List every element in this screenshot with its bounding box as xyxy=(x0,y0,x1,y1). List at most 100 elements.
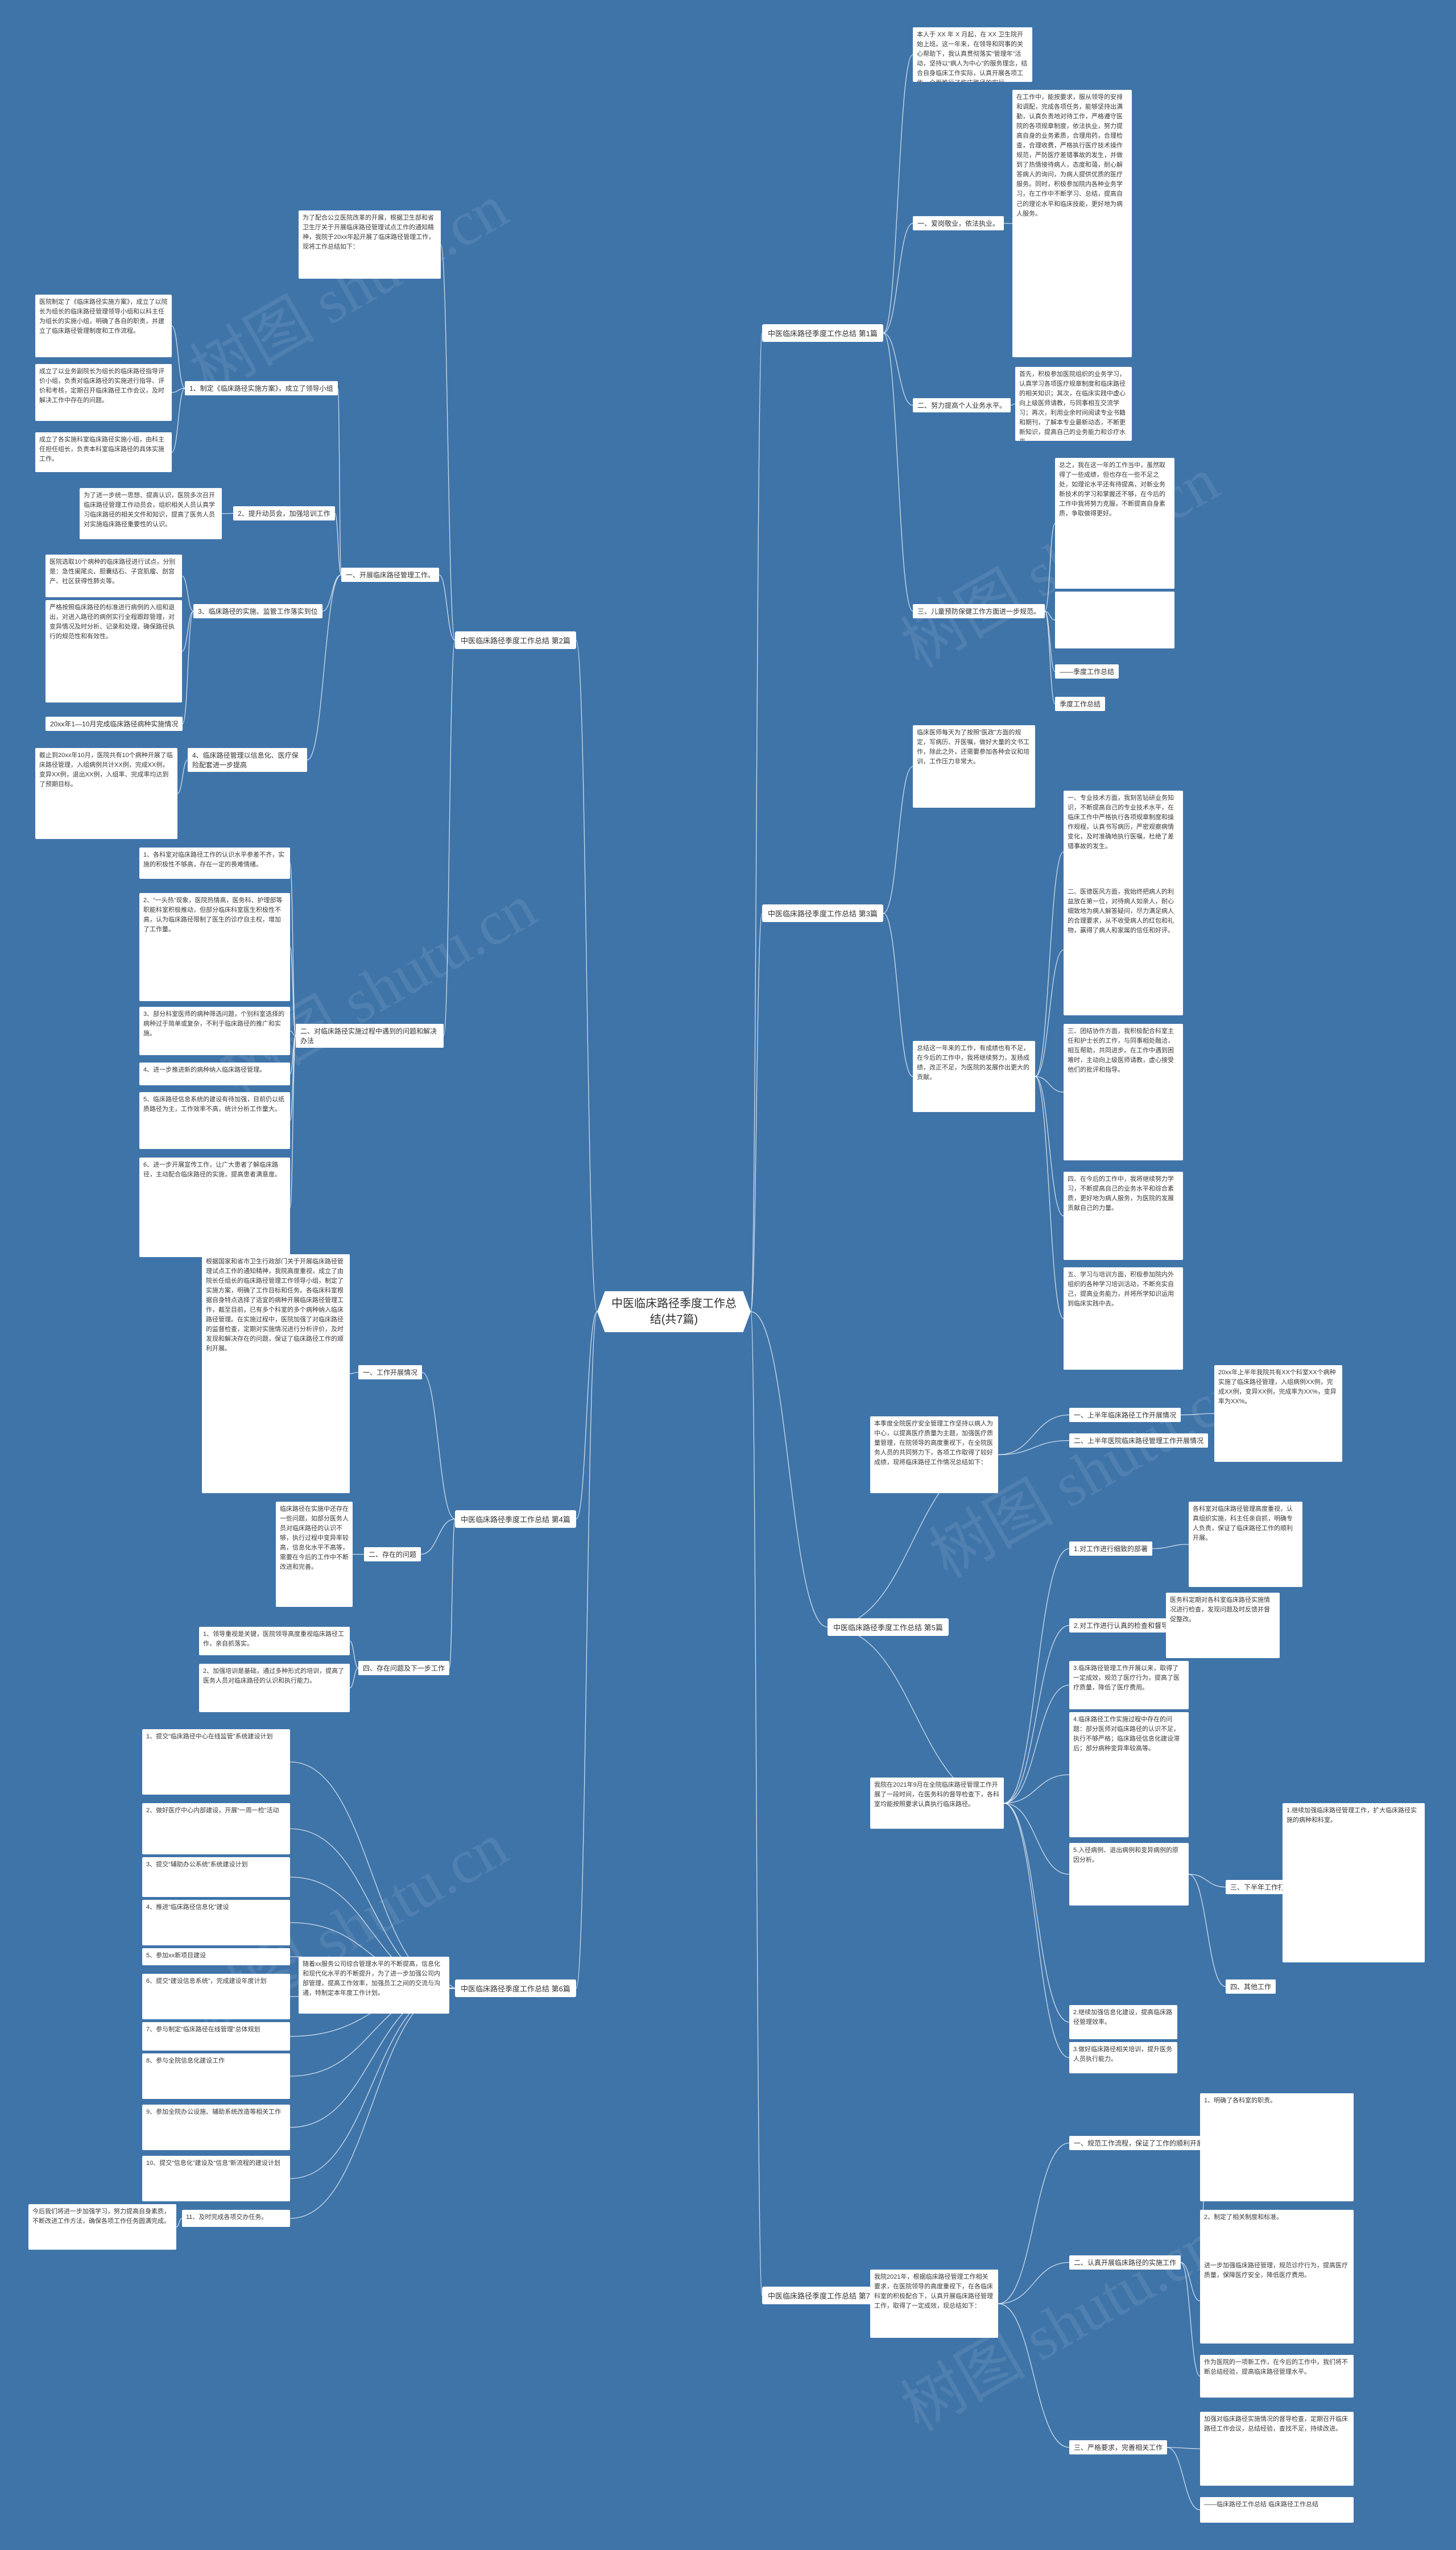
p2-l1-b: 成立了以业务副院长为组长的临床路径指导评价小组，负责对临床路径的实施进行指导、评… xyxy=(35,364,172,421)
p3-side: 总结这一年来的工作，有成绩也有不足，在今后的工作中，我将继续努力，发扬成绩，改正… xyxy=(913,1041,1035,1112)
connector xyxy=(750,1311,828,1628)
connector xyxy=(998,1414,1070,1456)
p5-a4: 4.临床路径工作实施过程中存在的问题：部分医师对临床路径的认识不足，执行不够严格… xyxy=(1069,1712,1189,1837)
connector xyxy=(443,639,456,1036)
connector xyxy=(1035,1076,1064,1093)
p4-s2[interactable]: 二、存在的问题 xyxy=(364,1547,421,1561)
connector xyxy=(289,1035,296,1208)
p5-a3: 3.临床路径管理工作开展以来，取得了一定成效，规范了医疗行为，提高了医疗质量，降… xyxy=(1069,1661,1189,1709)
connector xyxy=(289,1030,296,1036)
p1-s2-body: 首先，积极参加医院组织的业务学习，认真学习各项医疗规章制度和临床路径的相关知识；… xyxy=(1015,367,1132,441)
p2-r2: 2、“一头热”现象，医院热情高，医务科、护理部等职能科室积极推动，但部分临床科室… xyxy=(139,893,290,1001)
p2-r1: 1、各科室对临床路径工作的认识水平参差不齐，实施的积极性不够高，存在一定的畏难情… xyxy=(139,848,290,879)
p6-l7: 7、参与制定“临床路径在线管理”总体规划 xyxy=(142,2022,290,2051)
connector xyxy=(1010,403,1016,406)
connector xyxy=(289,1987,456,2179)
p2-l1[interactable]: 1、制定《临床路径实施方案》，成立了领导小组 xyxy=(185,381,338,395)
p4-s4[interactable]: 四、存在问题及下一步工作 xyxy=(358,1661,450,1675)
connector xyxy=(1035,1076,1064,1319)
p5-side: 我院在2021年9月在全院临床路径管理工作开展了一段时间，在医务科的督导检查下，… xyxy=(870,1778,1004,1829)
p1-s2[interactable]: 二、努力提高个人业务水平。 xyxy=(913,398,1011,412)
p2-r3: 3、部分科室医师的病种筛选问题，个别科室选择的病种过于简单或复杂，不利于临床路径… xyxy=(139,1007,290,1055)
p6-l2: 2、做好医疗中心内部建设，开展“一周一检”活动 xyxy=(142,1803,290,1854)
p2-r4: 4、进一步推进新的病种纳入临床路径管理。 xyxy=(139,1063,290,1085)
connector xyxy=(883,912,913,1077)
p1-tail-2: 季度工作总结 xyxy=(1055,697,1106,711)
connector xyxy=(289,1761,456,1989)
connector xyxy=(1167,2446,1201,2449)
p2-l4[interactable]: 4、临床路径管理以信息化、医疗保险配套进一步提高 xyxy=(188,748,307,772)
connector xyxy=(289,1987,456,2219)
p6-l9: 9、参加全院办公设施、辅助系统改造等相关工作 xyxy=(142,2105,290,2150)
p5-a1-body: 各科室对临床路径管理高度重视，认真组织实施，科主任亲自抓，明确专人负责，保证了临… xyxy=(1189,1502,1302,1587)
p7-s2[interactable]: 二、认真开展临床路径的实施工作 xyxy=(1069,2255,1181,2270)
p5-s3-b: 2.继续加强信息化建设，提高临床路径管理效率。 xyxy=(1069,2005,1177,2039)
connector xyxy=(1188,1874,1226,1987)
p5-s4[interactable]: 四、其他工作 xyxy=(1226,1979,1276,1994)
root-topic[interactable]: 中医临床路径季度工作总结(共7篇) xyxy=(597,1291,751,1332)
connector xyxy=(289,947,296,1036)
p6-l8: 8、参与全院信息化建设工作 xyxy=(142,2053,290,2099)
p4-s1[interactable]: 一、工作开展情况 xyxy=(358,1365,423,1379)
p4-s1-body: 根据国家和省市卫生行政部门关于开展临床路径管理试点工作的通知精神，我院高度重视，… xyxy=(202,1254,350,1493)
p6-l10: 10、提交“信息化”建设及“信息”新流程的建设计划 xyxy=(142,2156,290,2201)
p2-s1[interactable]: 一、开展临床路径管理工作。 xyxy=(341,568,440,582)
connector xyxy=(307,574,342,761)
p2-s2[interactable]: 二、对临床路径实施过程中遇到的问题和解决办法 xyxy=(296,1024,444,1048)
connector xyxy=(883,766,913,914)
p3-intro: 临床医师每天为了按照“医政”方面的规定，写病历、开医嘱，做好大量的文书工作，除此… xyxy=(913,725,1035,808)
branch-3[interactable]: 中医临床路径季度工作总结 第3篇 xyxy=(762,904,883,922)
branch-2[interactable]: 中医临床路径季度工作总结 第2篇 xyxy=(455,631,576,649)
p1-tail-1: ——季度工作总结 xyxy=(1055,664,1119,679)
p5-s2[interactable]: 二、上半年医院临床路径管理工作开展情况 xyxy=(1069,1433,1209,1448)
branch-7[interactable]: 中医临床路径季度工作总结 第7篇 xyxy=(762,2287,883,2304)
p2-intro: 为了配合公立医院改革的开展，根据卫生部和省卫生厅关于开展临床路径管理试点工作的通… xyxy=(299,210,441,279)
p2-l2[interactable]: 2、提升动员会，加强培训工作 xyxy=(233,506,335,520)
connector xyxy=(1180,2262,1201,2301)
p1-s3-body: 总之，我在这一年的工作当中，虽然取得了一些成绩，但也存在一些不足之处，如理论水平… xyxy=(1055,458,1174,589)
p5-a2-body: 医务科定期对各科室临床路径实施情况进行检查，发现问题及时反馈并督促整改。 xyxy=(1166,1593,1280,1658)
branch-5[interactable]: 中医临床路径季度工作总结 第5篇 xyxy=(828,1618,949,1636)
p6-l6: 6、提交“建设信息系统”，完成建设年度计划 xyxy=(142,1974,290,2019)
connector xyxy=(750,332,763,1312)
p2-l3[interactable]: 3、临床路径的实施、监管工作落实到位 xyxy=(193,604,322,618)
p1-s3[interactable]: 三、儿童预防保健工作方面进一步规范。 xyxy=(913,604,1045,618)
connector xyxy=(1044,610,1056,621)
p7-s2-c: 作为医院的一项新工作，在今后的工作中，我们将不断总结经验，提高临床路径管理水平。 xyxy=(1200,2355,1354,2398)
connector xyxy=(1035,1076,1064,1217)
p3-b3: 三、团结协作方面，我积极配合科室主任和护士长的工作，与同事相处融洽，相互帮助，共… xyxy=(1064,1024,1183,1160)
p2-l1-c: 成立了各实施科室临床路径实施小组，由科主任担任组长，负责本科室临床路径的具体实施… xyxy=(35,432,172,472)
branch-1[interactable]: 中医临床路径季度工作总结 第1篇 xyxy=(762,324,883,342)
p5-s1[interactable]: 一、上半年临床路径工作开展情况 xyxy=(1069,1408,1181,1422)
p2-l1-a: 医院制定了《临床路径实施方案》，成立了以院长为组长的临床路径管理领导小组和以科主… xyxy=(35,295,172,357)
connector xyxy=(181,575,194,612)
connector xyxy=(1035,851,1064,1077)
p5-a2[interactable]: 2.对工作进行认真的检查和督导 xyxy=(1069,1618,1173,1633)
p4-s3-b: 2、加强培训是基础，通过多种形式的培训，提高了医务人员对临床路径的认识和执行能力… xyxy=(199,1664,350,1712)
p1-s1[interactable]: 一、爱岗敬业，依法执业。 xyxy=(913,216,1004,230)
p5-a1[interactable]: 1.对工作进行细致的部署 xyxy=(1069,1541,1153,1556)
connector xyxy=(1003,1625,1070,1804)
p2-l4-a: 截止到20xx年10月，医院共有10个病种开展了临床路径管理，入组病例共计XX例… xyxy=(35,748,177,839)
connector xyxy=(998,2142,1070,2304)
p7-s3[interactable]: 三、严格要求，完善相关工作 xyxy=(1069,2440,1168,2454)
connector xyxy=(883,54,913,334)
connector xyxy=(1003,1548,1070,1804)
connector xyxy=(420,1518,456,1555)
connector xyxy=(1188,1874,1226,1888)
p2-r5: 5、临床路径信息系统的建设有待加强，目前仍以纸质路径为主，工作效率不高，统计分析… xyxy=(139,1092,290,1149)
p7-s1[interactable]: 一、规范工作流程，保证了工作的顺利开展 xyxy=(1069,2136,1209,2150)
connector xyxy=(883,222,913,334)
branch-6[interactable]: 中医临床路径季度工作总结 第6篇 xyxy=(455,1979,576,1997)
connector xyxy=(322,574,342,612)
connector xyxy=(750,1311,763,2296)
connector xyxy=(883,332,913,612)
branch-4[interactable]: 中医临床路径季度工作总结 第4篇 xyxy=(455,1510,576,1528)
connector xyxy=(334,513,342,576)
connector xyxy=(1180,2262,1201,2377)
p7-s2-body: 进一步加强临床路径管理，规范诊疗行为，提高医疗质量，保障医疗安全，降低医疗费用。 xyxy=(1200,2258,1354,2344)
connector xyxy=(1180,1413,1215,1416)
p4-s3-a: 1、领导重视是关键，医院领导高度重视临床路径工作，亲自抓落实。 xyxy=(199,1627,350,1655)
connector xyxy=(421,1371,456,1520)
p7-s1-a: 1、明确了各科室的职责。 xyxy=(1200,2093,1354,2201)
